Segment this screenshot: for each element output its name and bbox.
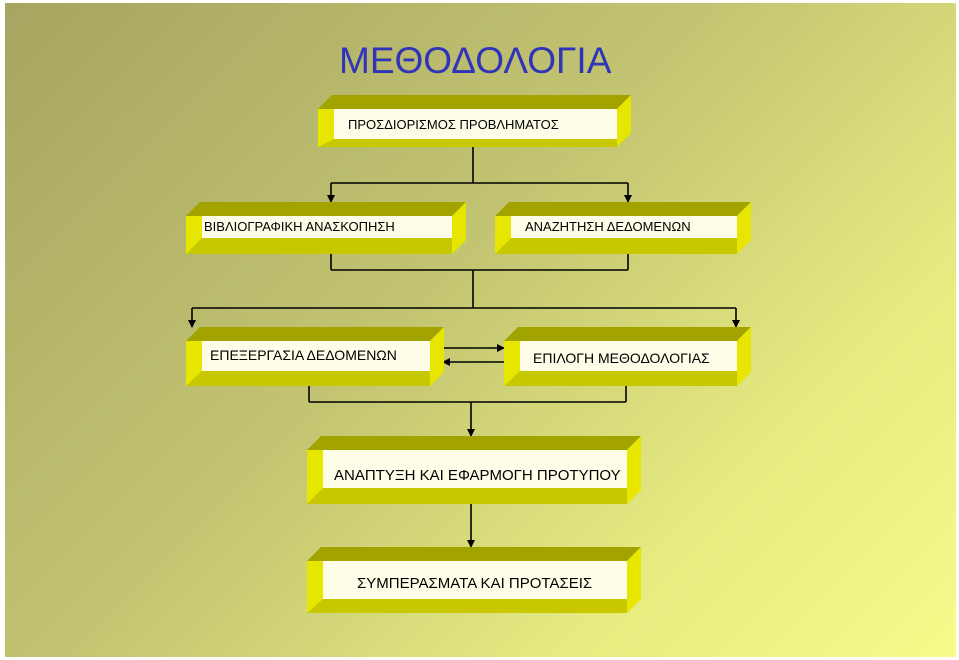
box-problem-definition-label: ΠΡΟΣΔΙΟΡΙΣΜΟΣ ΠΡΟΒΛΗΜΑΤΟΣ: [348, 117, 559, 132]
box-data-search-label: ΑΝΑΖΗΤΗΣΗ ΔΕΔΟΜΕΝΩΝ: [525, 219, 691, 234]
box-model-development-label: ΑΝΑΠΤΥΞΗ ΚΑΙ ΕΦΑΡΜΟΓΗ ΠΡΟΤΥΠΟΥ: [334, 467, 621, 484]
box-model-development: ΑΝΑΠΤΥΞΗ ΚΑΙ ΕΦΑΡΜΟΓΗ ΠΡΟΤΥΠΟΥ: [307, 436, 641, 504]
box-conclusions: ΣΥΜΠΕΡΑΣΜΑΤΑ ΚΑΙ ΠΡΟΤΑΣΕΙΣ: [307, 547, 641, 613]
box-conclusions-label: ΣΥΜΠΕΡΑΣΜΑΤΑ ΚΑΙ ΠΡΟΤΑΣΕΙΣ: [357, 575, 593, 592]
box-methodology-selection-label: ΕΠΙΛΟΓΗ ΜΕΘΟΔΟΛΟΓΙΑΣ: [533, 350, 710, 366]
diagram-title: ΜΕΘΟΔΟΛΟΓΙΑ: [339, 40, 612, 81]
box-data-search: ΑΝΑΖΗΤΗΣΗ ΔΕΔΟΜΕΝΩΝ: [495, 202, 751, 254]
box-problem-definition: ΠΡΟΣΔΙΟΡΙΣΜΟΣ ΠΡΟΒΛΗΜΑΤΟΣ: [318, 95, 631, 147]
box-literature-review: ΒΙΒΛΙΟΓΡΑΦΙΚΗ ΑΝΑΣΚΟΠΗΣΗ: [186, 202, 466, 254]
box-methodology-selection: ΕΠΙΛΟΓΗ ΜΕΘΟΔΟΛΟΓΙΑΣ: [504, 327, 751, 386]
box-data-processing: ΕΠΕΞΕΡΓΑΣΙΑ ΔΕΔΟΜΕΝΩΝ: [186, 327, 444, 386]
box-literature-review-label: ΒΙΒΛΙΟΓΡΑΦΙΚΗ ΑΝΑΣΚΟΠΗΣΗ: [204, 219, 395, 234]
box-data-processing-label: ΕΠΕΞΕΡΓΑΣΙΑ ΔΕΔΟΜΕΝΩΝ: [210, 347, 397, 363]
